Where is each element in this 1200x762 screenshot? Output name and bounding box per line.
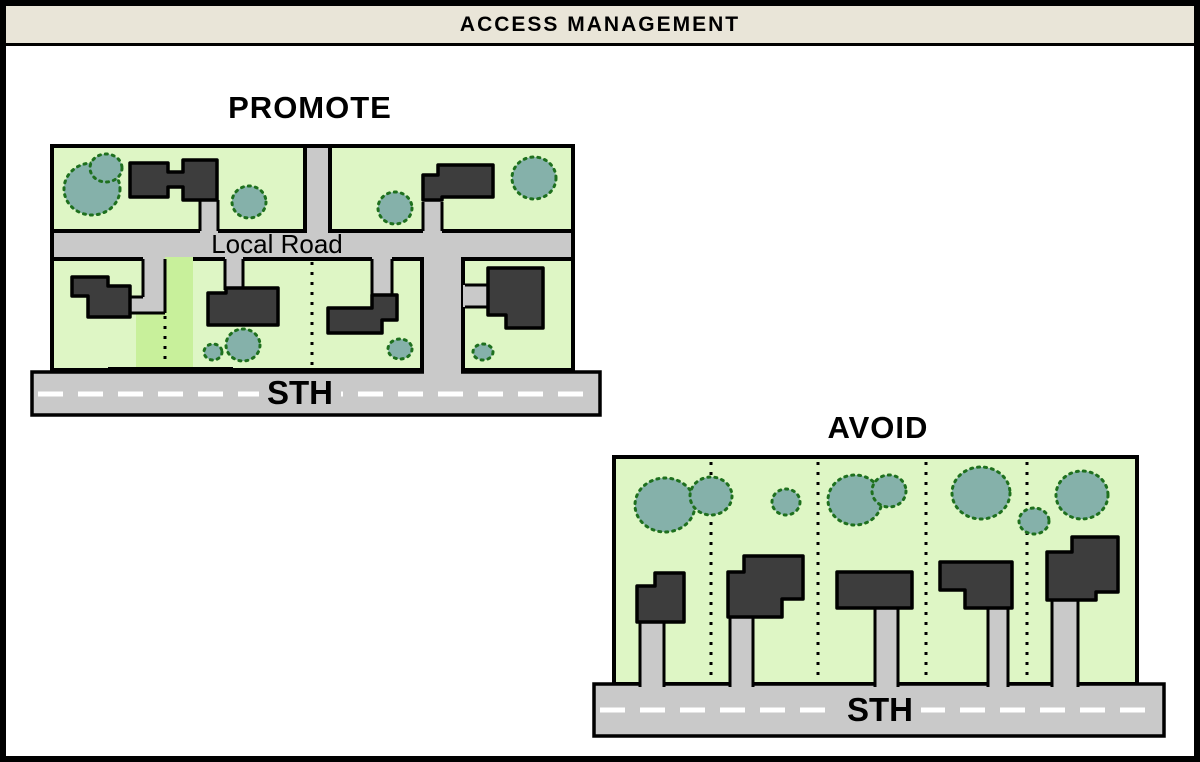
tree [688,475,734,517]
tree [88,152,124,184]
driveway [873,604,900,692]
driveway [1050,596,1080,692]
house [128,158,219,202]
tree [386,337,414,361]
promote-lot-top-left [50,144,307,233]
promote-lot-bottom-right [461,257,575,372]
house [70,275,132,319]
avoid-sth-label: STH [839,691,921,729]
house [635,571,686,624]
local-road-label: Local Road [211,229,343,259]
house [421,163,495,202]
driveway [370,257,394,297]
house [835,570,914,610]
tree [633,476,697,534]
tree [510,155,558,201]
promote-local-road [52,231,573,259]
driveway [421,200,444,233]
tree [202,342,224,362]
driveway [198,198,220,233]
promote-sth-label: STH [259,374,341,412]
house [486,266,545,330]
header-bar: ACCESS MANAGEMENT [6,6,1194,46]
promote-lot-top-right [328,144,575,233]
promote-title: PROMOTE [228,90,392,125]
tree [224,327,262,363]
driveway [463,283,490,309]
tree [950,465,1012,521]
page-title: ACCESS MANAGEMENT [459,12,741,36]
tree [770,487,802,517]
driveway [986,604,1010,692]
driveway [223,257,245,291]
avoid-diagram [592,455,1166,738]
house [206,286,280,327]
driveway [728,611,755,692]
avoid-title: AVOID [827,410,929,445]
promote-north-street [305,146,330,231]
tree [870,473,908,509]
driveway [638,616,666,692]
tree [376,190,414,226]
tree [471,342,495,362]
access-closure-bar [108,367,233,372]
promote-connector-street [424,257,461,375]
tree [1054,469,1110,521]
tree [230,184,268,220]
house [326,293,399,335]
house [938,560,1014,610]
driveway [130,257,167,315]
tree [1017,506,1051,536]
house [726,554,805,619]
house [1045,535,1120,602]
